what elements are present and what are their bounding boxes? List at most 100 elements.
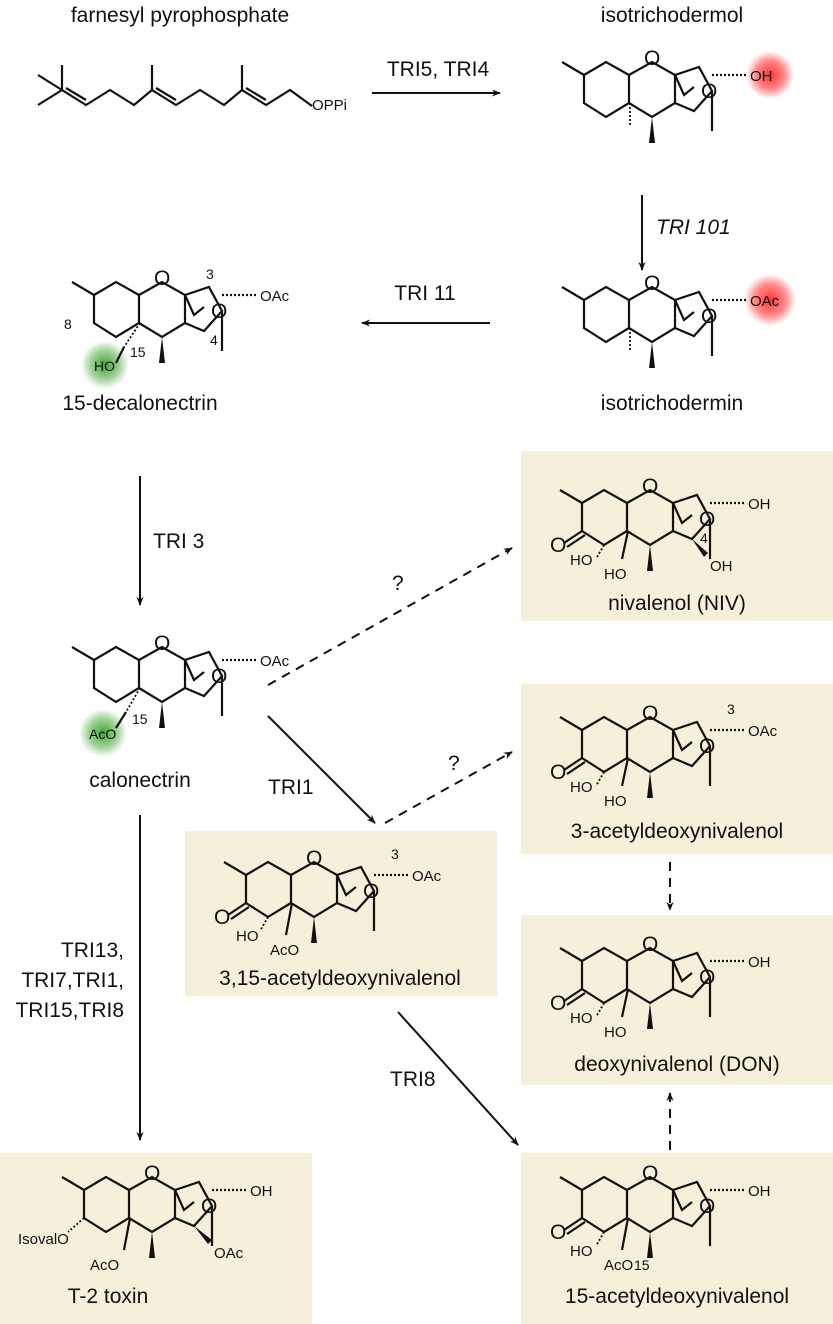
t2-oh: OH — [250, 1183, 273, 1200]
svg-text:O: O — [201, 1195, 217, 1218]
highlight-isotrichodermol-oh — [746, 51, 794, 99]
isotrichodermol-structure: O O OH — [560, 47, 773, 145]
calonectrin-label: calonectrin — [89, 769, 191, 792]
adon15-oh: OH — [748, 1183, 771, 1200]
adon315-ho: HO — [236, 928, 259, 945]
adon315-oac: OAc — [412, 868, 442, 885]
svg-text:O: O — [154, 267, 170, 290]
unknown-step-3adon: ? — [448, 752, 460, 775]
isotrichodermin-structure: O O OAc — [560, 272, 780, 370]
enzyme-tri3: TRI 3 — [153, 530, 204, 553]
niv-structure: O O O OH OH 4 HO HO — [550, 475, 771, 583]
niv-ho-1: HO — [570, 552, 593, 569]
adon315-box — [185, 831, 497, 996]
t2-oac: OAc — [214, 1245, 244, 1262]
adon3-ho-2: HO — [604, 793, 627, 810]
svg-text:O: O — [644, 272, 660, 295]
arrow-calonectrin-to-315adon — [267, 715, 376, 824]
adon15-aco: AcO — [604, 1257, 633, 1274]
adon3-structure: O O O OAc 3 HO HO — [550, 701, 778, 810]
isotrichodermin-oac: OAc — [750, 293, 780, 310]
adon3-label: 3-acetyldeoxynivalenol — [571, 820, 783, 843]
highlight-isotrichodermin-oac — [744, 274, 796, 326]
don-ho-1: HO — [570, 1010, 593, 1027]
svg-text:O: O — [701, 305, 717, 328]
t2-label: T-2 toxin — [68, 1285, 149, 1308]
isotrichodermin-label: isotrichodermin — [601, 392, 743, 415]
arrow-tri8 — [397, 1011, 519, 1146]
farnesyl-pyrophosphate-label: farnesyl pyrophosphate — [71, 4, 289, 27]
decalonectrin-structure: O O OAc 3 4 8 15 HO — [64, 266, 290, 374]
svg-text:O: O — [211, 665, 227, 688]
enzyme-tri5-tri4: TRI5, TRI4 — [387, 58, 490, 81]
svg-text:O: O — [644, 47, 660, 70]
svg-text:O: O — [154, 632, 170, 655]
adon15-label: 15-acetyldeoxynivalenol — [565, 1285, 789, 1308]
svg-text:O: O — [550, 761, 566, 784]
svg-text:O: O — [214, 906, 230, 929]
svg-text:O: O — [642, 1162, 658, 1185]
svg-text:O: O — [550, 534, 566, 557]
svg-text:O: O — [550, 1221, 566, 1244]
t2-aco: AcO — [90, 1257, 119, 1274]
decalonectrin-oac: OAc — [260, 288, 290, 305]
niv-oh-4: OH — [710, 558, 733, 575]
isotrichodermol-oh: OH — [750, 68, 773, 85]
enzyme-tri8: TRI8 — [390, 1068, 436, 1091]
adon315-structure: O O O OAc 3 HO AcO — [214, 846, 442, 959]
arrow-calonectrin-to-niv — [267, 547, 513, 686]
svg-text:O: O — [211, 300, 227, 323]
decalonectrin-c4: 4 — [210, 332, 218, 348]
decalonectrin-c8: 8 — [64, 316, 72, 332]
svg-text:O: O — [642, 702, 658, 725]
enzyme-t2-line3: TRI15,TRI8 — [15, 999, 124, 1022]
svg-text:O: O — [701, 80, 717, 103]
calonectrin-aco: AcO — [89, 726, 116, 742]
niv-label: nivalenol (NIV) — [608, 592, 746, 615]
adon315-c3: 3 — [391, 846, 399, 862]
adon315-aco: AcO — [270, 942, 299, 959]
calonectrin-c15: 15 — [132, 711, 148, 727]
niv-ho-2: HO — [604, 566, 627, 583]
t2-isovalo: IsovalO — [18, 1231, 69, 1248]
enzyme-t2-line2: TRI7,TRI1, — [21, 969, 124, 992]
niv-oh-3: OH — [748, 496, 771, 513]
unknown-step-niv: ? — [392, 572, 404, 595]
enzyme-tri101: TRI 101 — [656, 216, 731, 239]
niv-c4: 4 — [700, 530, 708, 546]
svg-text:O: O — [699, 508, 715, 531]
opp-label: OPPi — [312, 97, 347, 114]
adon15-structure: O O O OH HO AcO 15 — [550, 1162, 771, 1274]
t2-box — [0, 1153, 312, 1324]
adon15-c15: 15 — [634, 1257, 650, 1273]
enzyme-t2-line1: TRI13, — [61, 939, 124, 962]
calonectrin-structure: O O OAc 15 AcO — [70, 632, 290, 742]
don-oh: OH — [748, 954, 771, 971]
don-structure: O O O OH HO HO — [550, 933, 771, 1041]
decalonectrin-label: 15-decalonectrin — [62, 392, 217, 415]
adon15-box — [521, 1153, 833, 1324]
highlight-decalonectrin-ho — [81, 341, 129, 389]
enzyme-tri11: TRI 11 — [394, 282, 455, 305]
svg-text:O: O — [363, 880, 379, 903]
t2-structure: O O OH OAc IsovalO AcO — [18, 1162, 273, 1274]
enzyme-tri1: TRI1 — [268, 776, 314, 799]
don-label: deoxynivalenol (DON) — [574, 1053, 779, 1076]
calonectrin-oac: OAc — [260, 653, 290, 670]
decalonectrin-c3: 3 — [206, 266, 214, 282]
svg-text:O: O — [642, 933, 658, 956]
isotrichodermol-label: isotrichodermol — [601, 4, 743, 27]
adon3-oac: OAc — [748, 723, 778, 740]
highlight-calonectrin-aco — [79, 709, 127, 757]
arrow-315adon-to-3adon — [384, 751, 513, 824]
decalonectrin-c15: 15 — [130, 344, 146, 360]
svg-text:O: O — [550, 992, 566, 1015]
svg-text:O: O — [642, 475, 658, 498]
svg-text:O: O — [699, 735, 715, 758]
svg-text:O: O — [144, 1162, 160, 1185]
svg-text:O: O — [306, 847, 322, 870]
decalonectrin-ho: HO — [94, 358, 115, 374]
farnesyl-pyrophosphate-structure: OPPi — [37, 65, 347, 114]
don-ho-2: HO — [604, 1024, 627, 1041]
